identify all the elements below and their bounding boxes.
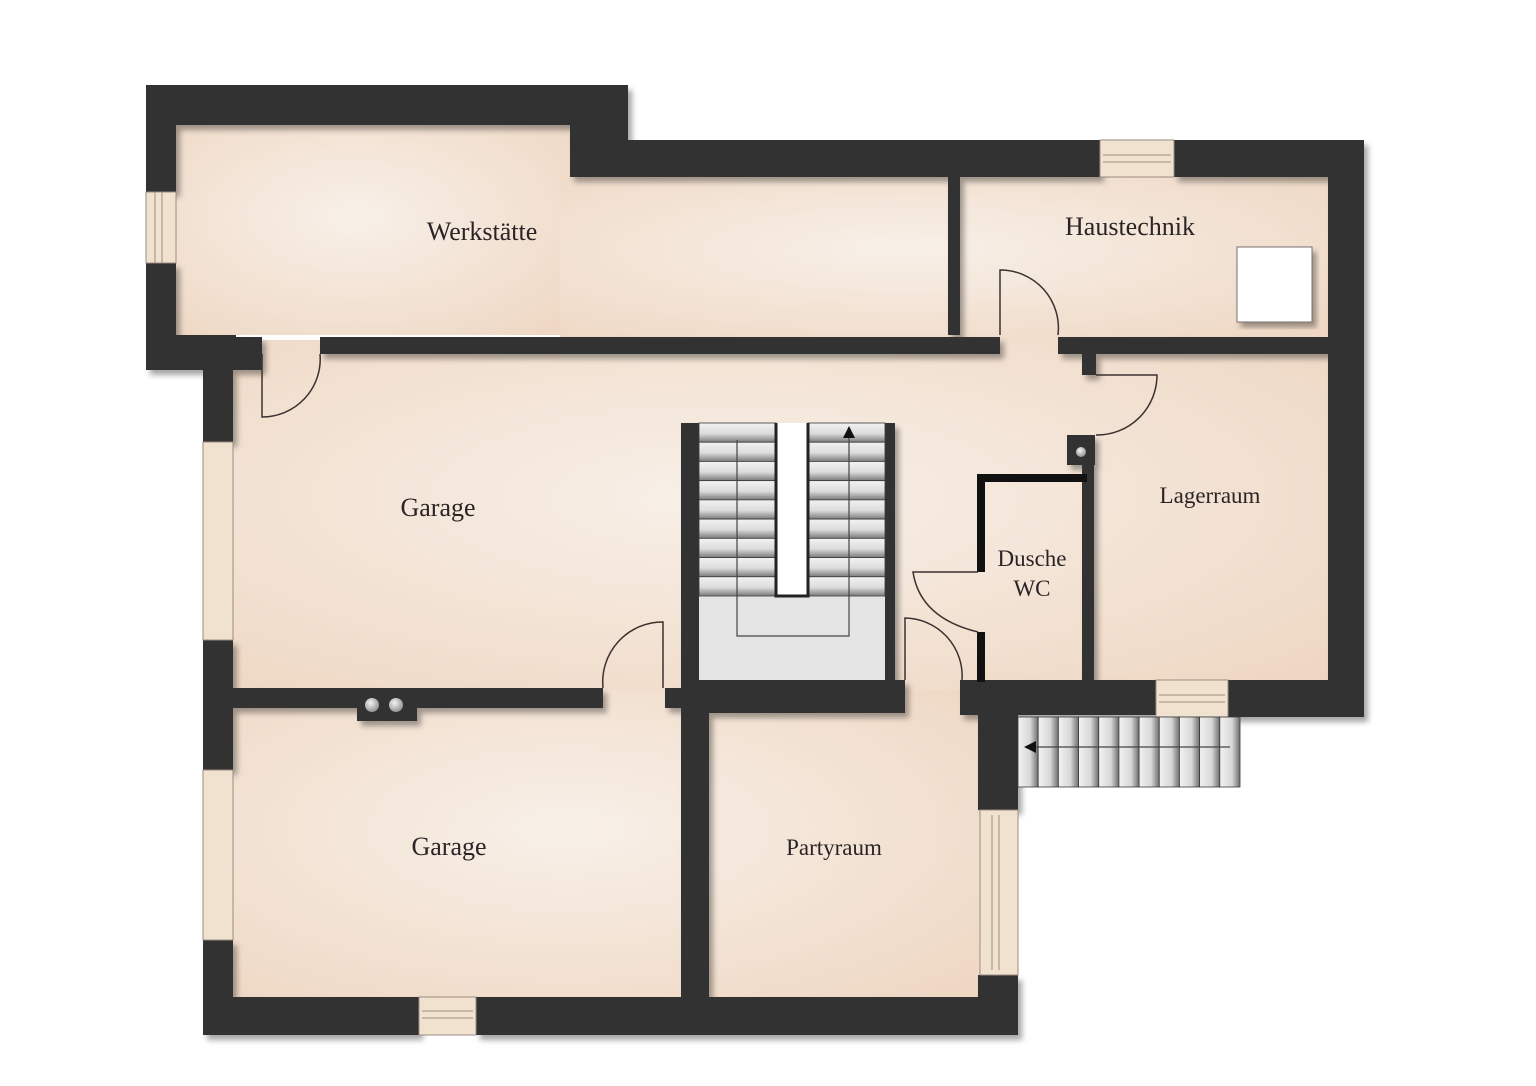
room-label-haustechnik: Haustechnik	[1065, 212, 1195, 242]
interior-staircase	[698, 422, 886, 680]
windows	[145, 139, 1229, 1036]
room-label-garage-2: Garage	[411, 832, 487, 862]
chimney-shafts-icon	[365, 698, 403, 712]
room-label-wc: WC	[1013, 575, 1051, 601]
room-label-dusche: Dusche	[997, 545, 1067, 571]
wc-walls	[977, 474, 1087, 682]
doors	[261, 269, 1158, 689]
room-label-werkstaette: Werkstätte	[426, 217, 538, 247]
drain-icon	[1076, 447, 1086, 457]
exterior-staircase	[1017, 716, 1241, 788]
room-label-lagerraum: Lagerraum	[1159, 482, 1261, 508]
arrow-up-icon	[843, 426, 855, 438]
walls	[146, 85, 1364, 1035]
technical-equipment-box	[1236, 246, 1313, 323]
arrow-left-icon	[1024, 741, 1036, 753]
room-label-garage-1: Garage	[400, 493, 476, 523]
room-label-partyraum: Partyraum	[786, 834, 882, 860]
